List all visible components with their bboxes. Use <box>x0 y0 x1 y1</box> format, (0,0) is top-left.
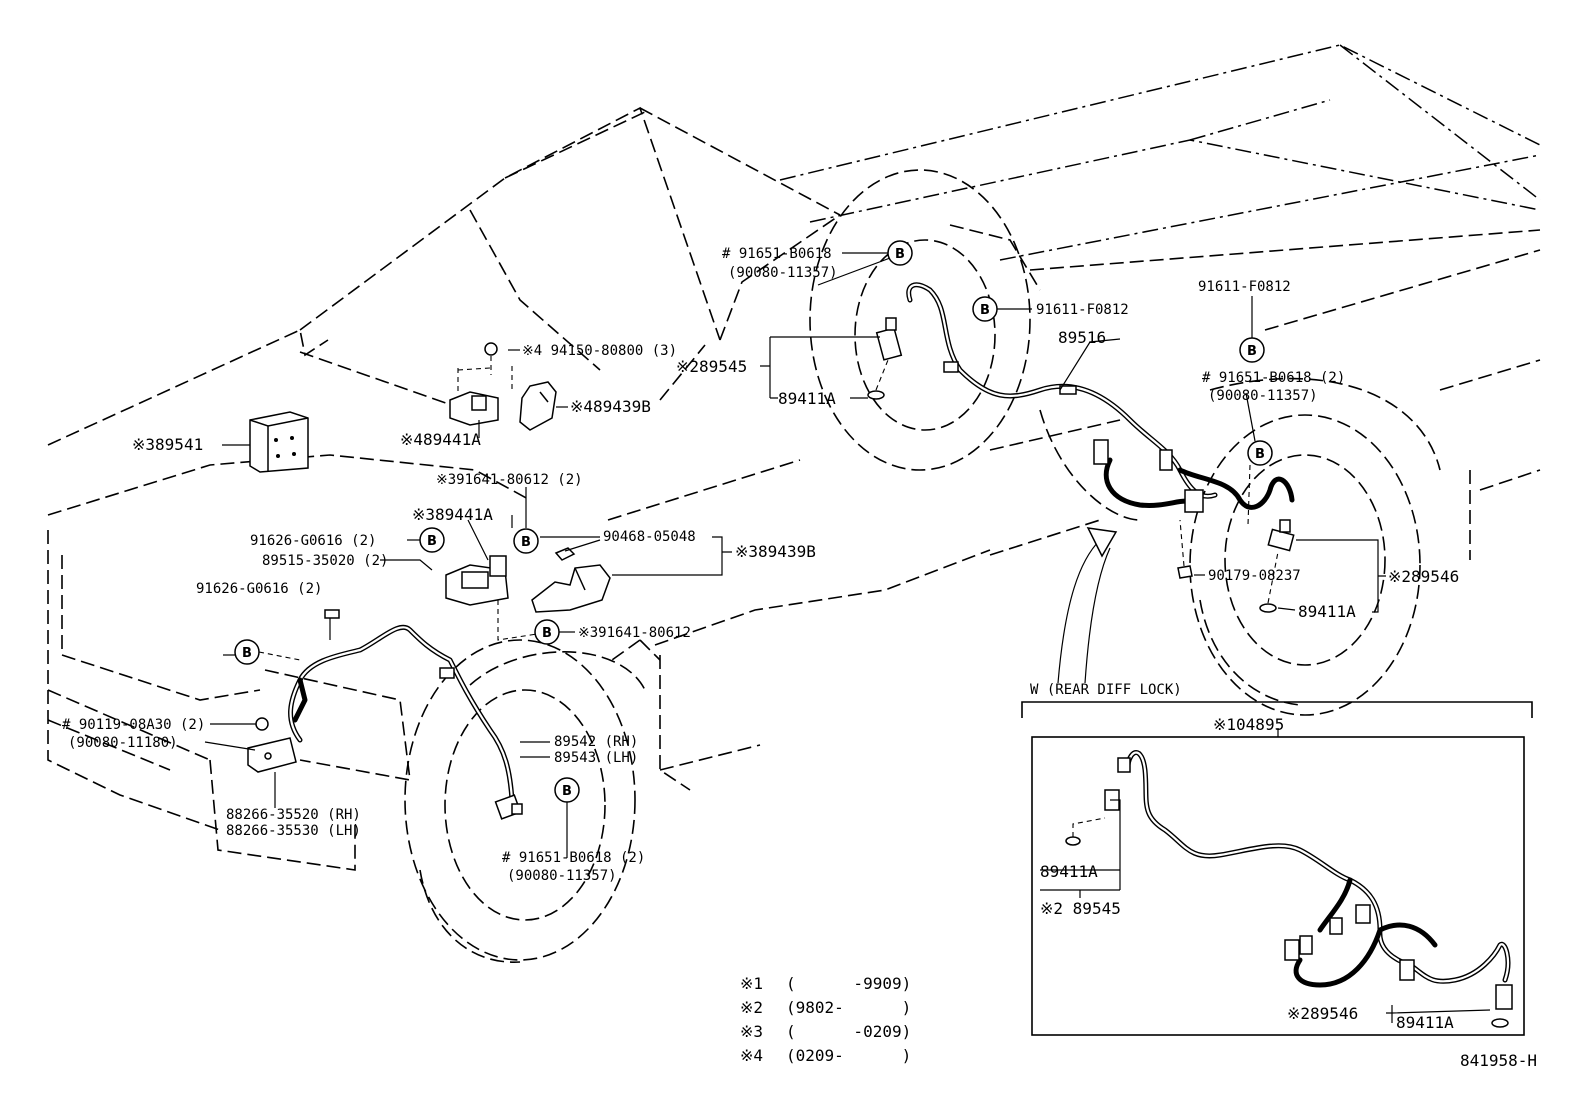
clamp-marker-b-8: B <box>234 639 260 665</box>
label-90179-08237: 90179-08237 <box>1208 568 1301 584</box>
bracket-89441a-top <box>449 391 499 426</box>
label-89541: ※389541 <box>132 435 203 454</box>
legend-mark-1: ※1 <box>740 974 763 993</box>
view-arrow <box>1057 527 1118 684</box>
nut-94150-80800 <box>457 342 513 395</box>
legend-mark-2: ※2 <box>740 998 763 1017</box>
protector-89439b-top <box>519 381 557 431</box>
label-88266-35520: 88266-35520 (RH) <box>226 807 361 823</box>
inset-part-104895: ※104895 <box>1213 715 1284 734</box>
svg-text:B: B <box>542 626 552 641</box>
bracket-88266 <box>247 737 297 773</box>
legend-range-3: ( -0209) <box>786 1022 911 1041</box>
label-89439b-mid: ※389439B <box>735 542 816 561</box>
svg-text:B: B <box>521 535 531 550</box>
clamp-marker-b-6: B <box>513 528 539 554</box>
inset-label-89411a-b: 89411A <box>1396 1013 1454 1032</box>
rear-sensor-89546 <box>1259 519 1295 613</box>
legend-mark-4: ※4 <box>740 1046 763 1065</box>
inset-rear-diff-lock <box>1021 701 1533 1036</box>
abs-ecu-89541 <box>249 411 309 473</box>
front-speed-sensor-harness <box>288 609 523 820</box>
label-89515-35020: 89515-35020 (2) <box>262 553 388 569</box>
label-91626-g0616-b: 91626-G0616 (2) <box>196 581 322 597</box>
label-91611-f0812-mid: 91611-F0812 <box>1036 302 1129 318</box>
bolt-90119-08a30 <box>255 717 269 731</box>
label-90119-08a30: # 90119-08A30 (2) <box>62 717 205 733</box>
clamp-marker-b-9: B <box>554 777 580 803</box>
label-89411a-b: 89411A <box>1298 602 1356 621</box>
label-91641-80612-top: ※391641-80612 (2) <box>436 472 583 488</box>
clamp-marker-b-4: B <box>1247 440 1273 466</box>
rear-harness-89516 <box>906 282 1295 513</box>
inset-title: W (REAR DIFF LOCK) <box>1030 682 1182 698</box>
legend-range-2: (9802- ) <box>786 998 911 1017</box>
legend-range-4: (0209- ) <box>786 1046 911 1065</box>
svg-text:B: B <box>242 646 252 661</box>
label-89546: ※289546 <box>1388 567 1459 586</box>
label-94150-80800: ※4 94150-80800 (3) <box>522 343 677 359</box>
label-90468-05048: 90468-05048 <box>603 529 696 545</box>
label-89441a-top: ※489441A <box>400 430 481 449</box>
label-90080-11357-front: (90080-11357) <box>507 868 617 884</box>
label-88266-35530: 88266-35530 (LH) <box>226 823 361 839</box>
label-90080-11357-top: (90080-11357) <box>728 265 838 281</box>
figure-code: 841958-H <box>1460 1051 1537 1070</box>
clip-90468-05048 <box>554 547 576 561</box>
label-91641-80612-mid: ※391641-80612 <box>578 625 691 641</box>
clamp-marker-b-7: B <box>534 619 560 645</box>
label-91651-b0618-top: # 91651-B0618 <box>722 246 832 262</box>
grommet-90179-08237 <box>1177 519 1193 579</box>
clamp-marker-b-1: B <box>887 240 913 266</box>
inset-label-89411a-a: 89411A <box>1040 862 1098 881</box>
label-90080-11357-right: (90080-11357) <box>1208 388 1318 404</box>
svg-text:B: B <box>562 784 572 799</box>
label-90080-11180: (90080-11180) <box>68 735 178 751</box>
label-89543-lh: 89543 (LH) <box>554 750 638 766</box>
svg-text:B: B <box>1247 344 1257 359</box>
svg-text:B: B <box>427 534 437 549</box>
label-89411a-a: 89411A <box>778 389 836 408</box>
label-91626-g0616-a: 91626-G0616 (2) <box>250 533 376 549</box>
inset-label-89546: ※289546 <box>1287 1004 1358 1023</box>
label-91651-b0618-right: # 91651-B0618 (2) <box>1202 370 1345 386</box>
svg-text:B: B <box>1255 447 1265 462</box>
vehicle-outline <box>47 44 1541 963</box>
label-91611-f0812-right: 91611-F0812 <box>1198 279 1291 295</box>
svg-text:B: B <box>895 247 905 262</box>
svg-text:B: B <box>980 303 990 318</box>
legend-range-1: ( -9909) <box>786 974 911 993</box>
label-91651-b0618-front: # 91651-B0618 (2) <box>502 850 645 866</box>
clamp-marker-b-2: B <box>972 296 998 322</box>
clamp-marker-b-3: B <box>1239 337 1265 363</box>
part-labels: ※389541 ※4 94150-80800 (3) ※489439B ※489… <box>62 246 1459 1032</box>
label-89439b-top: ※489439B <box>570 397 651 416</box>
date-range-legend: ※1 ( -9909) ※2 (9802- ) ※3 ( -0209) ※4 (… <box>740 974 911 1065</box>
protector-89439b-mid <box>531 564 611 613</box>
inset-label-89545: ※2 89545 <box>1040 899 1121 918</box>
label-89542-rh: 89542 (RH) <box>554 734 638 750</box>
clamp-marker-b-5: B <box>419 527 445 553</box>
leader-lines <box>204 252 1386 858</box>
label-89516: 89516 <box>1058 328 1106 347</box>
rear-sensor-89545 <box>867 317 903 400</box>
label-89441a-mid: ※389441A <box>412 505 493 524</box>
bracket-89441a-mid <box>445 555 551 641</box>
legend-mark-3: ※3 <box>740 1022 763 1041</box>
label-89545: ※289545 <box>676 357 747 376</box>
